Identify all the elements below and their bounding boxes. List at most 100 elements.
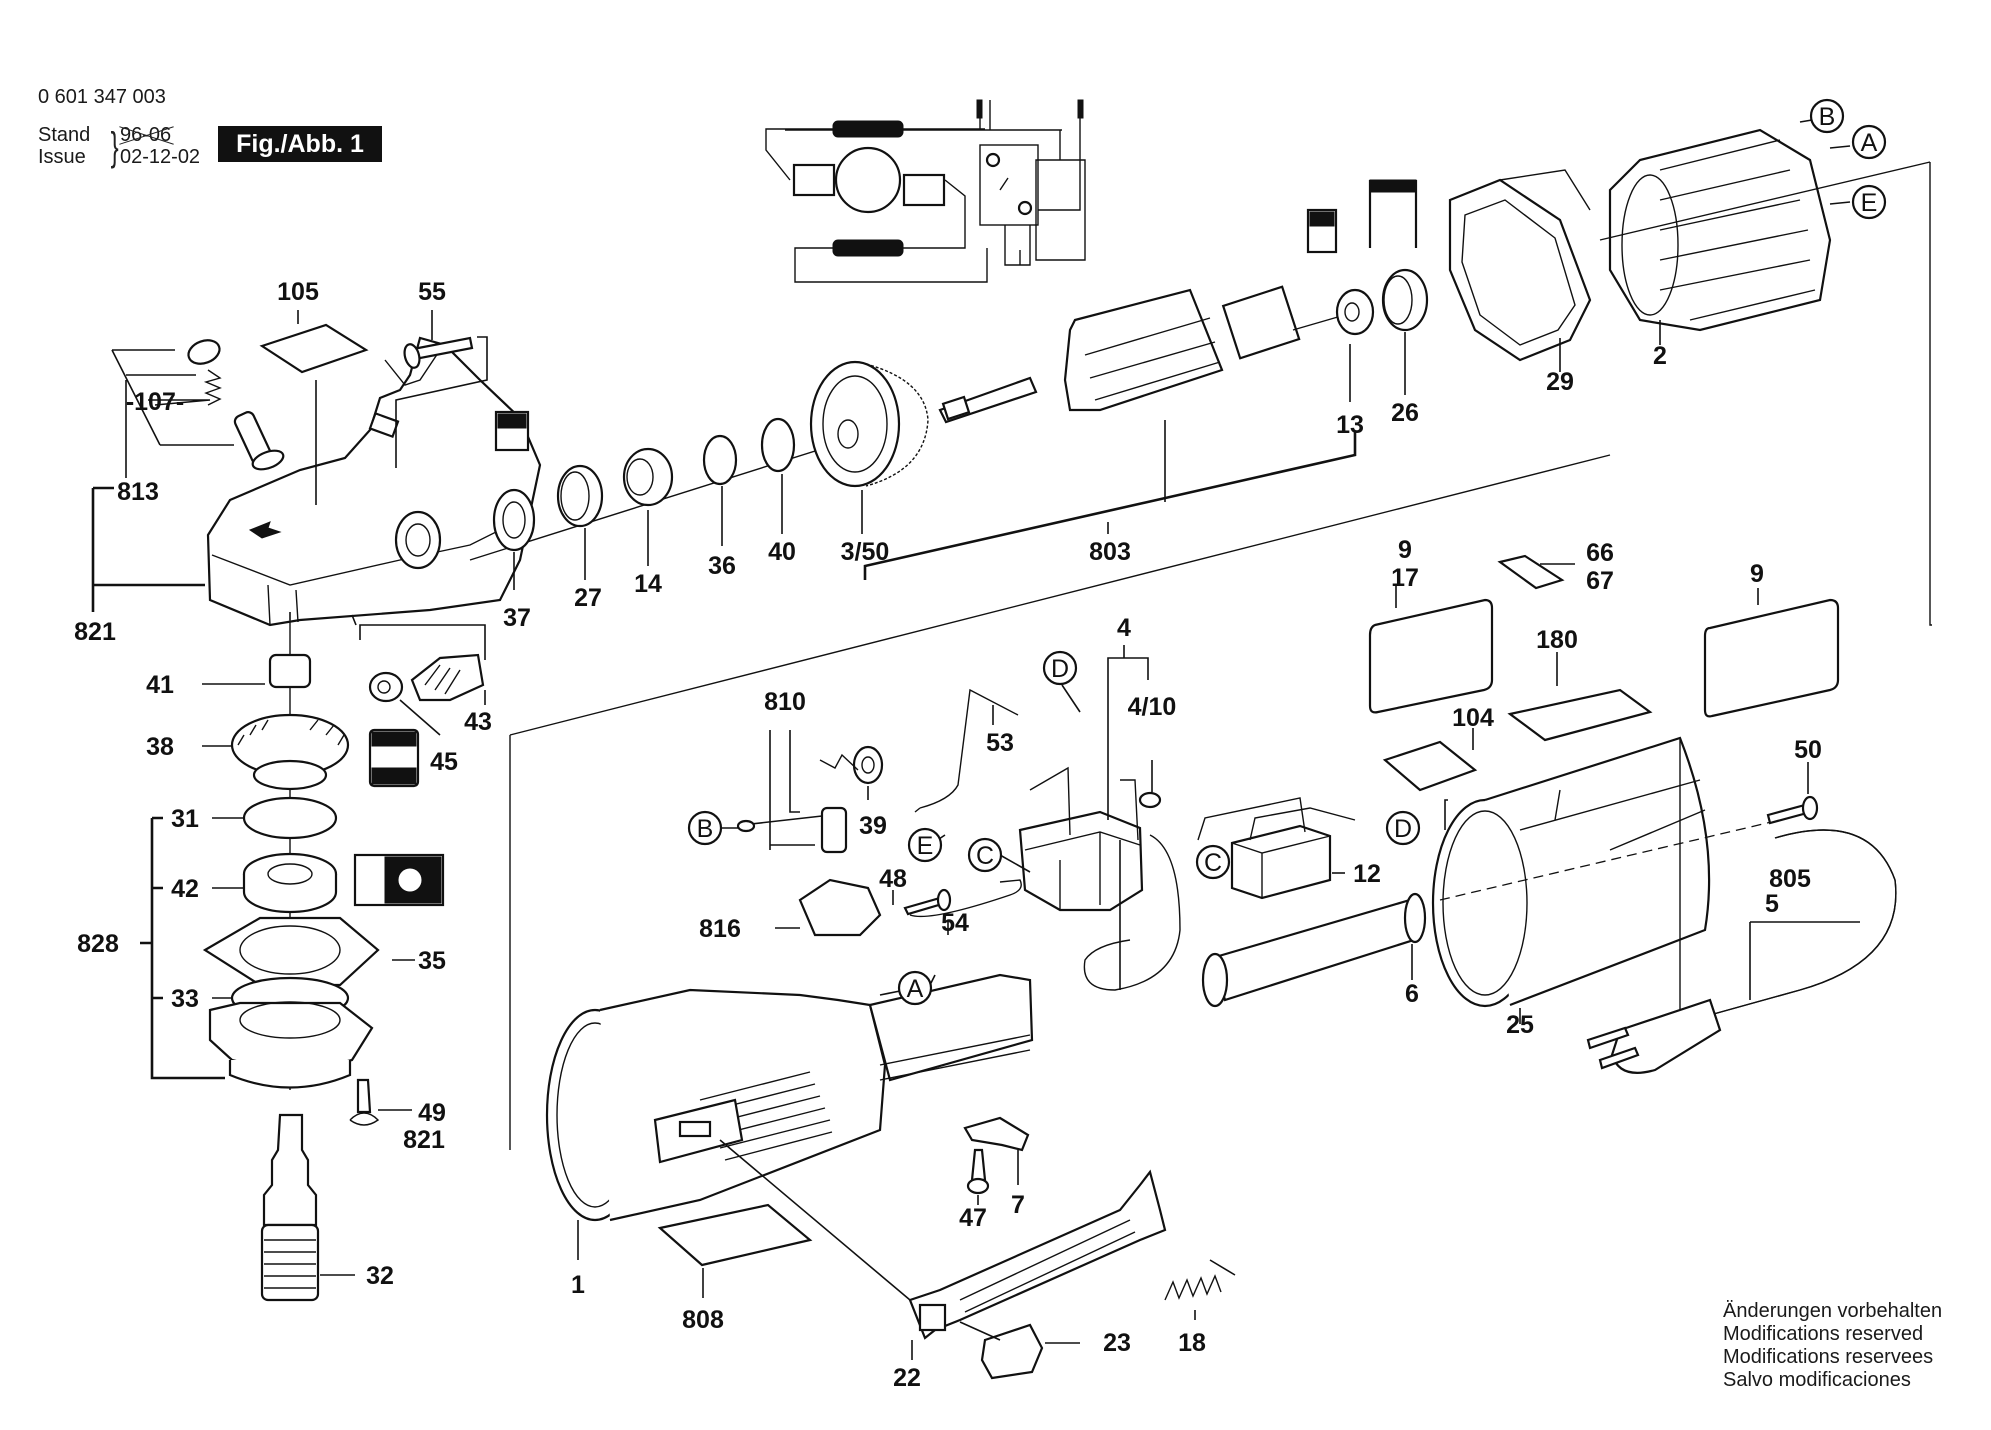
callout-180: 180 — [1536, 626, 1578, 654]
screw-50 — [1766, 803, 1809, 825]
issue-label: Issue — [38, 146, 86, 168]
bearing-stack — [469, 360, 929, 590]
callout-22: 22 — [893, 1364, 921, 1392]
connector-C-icon — [967, 837, 1003, 873]
part-number: 0 601 347 003 — [38, 86, 166, 108]
screw-4-10 — [1138, 791, 1162, 809]
bearing-ball — [397, 867, 423, 893]
power-cable-5 — [1586, 829, 1897, 1074]
callout-810: 810 — [764, 688, 806, 716]
old-date: 96-06 — [120, 124, 171, 146]
label-66-67 — [1497, 554, 1565, 590]
connector-stator-B: B — [1819, 103, 1836, 131]
connector-markers: B A E B D E C A C D — [687, 98, 1887, 1006]
screw-48 — [903, 896, 944, 916]
callout-26: 26 — [1391, 399, 1419, 427]
clamp-7 — [963, 1116, 1030, 1152]
brush-right — [902, 173, 946, 207]
lock-pin-head — [251, 449, 285, 471]
callout-29: 29 — [1546, 368, 1574, 396]
callout-40: 40 — [768, 538, 796, 566]
callout-31: 31 — [171, 805, 199, 833]
bearing-size-fill — [1309, 211, 1335, 227]
lead-terminal — [1077, 99, 1084, 119]
callout-49: 49 — [418, 1099, 446, 1127]
connector-brush-C: C — [1204, 849, 1222, 877]
callout-37: 37 — [503, 604, 531, 632]
callout-66: 66 — [1586, 539, 1614, 567]
screw-head — [936, 888, 952, 912]
callout-50: 50 — [1794, 736, 1822, 764]
callout-18: 18 — [1178, 1329, 1206, 1357]
callout-35: 35 — [418, 947, 446, 975]
connector-E-icon — [1851, 184, 1887, 220]
label-104 — [1382, 740, 1478, 792]
callout-821-screw: 821 — [403, 1126, 445, 1154]
sleeve-size-fill — [1369, 179, 1417, 193]
plug — [1610, 998, 1722, 1074]
size-fill-bottom — [371, 767, 417, 785]
wire-54 — [909, 879, 1022, 918]
spring-18 — [1164, 1274, 1222, 1301]
figure-label: Fig./Abb. 1 — [218, 126, 382, 162]
callout-1: 1 — [571, 1271, 585, 1299]
modifications-notice: Änderungen vorbehalten Modifications res… — [1723, 1300, 1942, 1392]
plug-pin — [1586, 1026, 1630, 1050]
callout-7: 7 — [1011, 1191, 1025, 1219]
lock-cap — [187, 339, 221, 365]
size-fill-top — [371, 731, 417, 747]
motor-housing-25 — [1431, 736, 1781, 1040]
connector-B-icon — [687, 810, 723, 846]
connector-D-icon — [1042, 650, 1078, 686]
plug-pin — [1598, 1046, 1640, 1070]
handle-end — [1201, 952, 1229, 1008]
circlip-40 — [760, 417, 796, 473]
callout-3-50: 3/50 — [841, 538, 890, 566]
notice-line-en: Modifications reserved — [1723, 1323, 1924, 1345]
part-callouts: 105 55 -107- 813 821 37 27 14 36 40 3/50… — [74, 278, 1822, 1392]
flange-plate-35 — [202, 916, 380, 987]
arrow-icon — [248, 521, 282, 539]
lead-terminal — [976, 99, 983, 119]
switch-4 — [1018, 645, 1181, 991]
callout-55: 55 — [418, 278, 446, 306]
callout-821-head: 821 — [74, 618, 116, 646]
callout-41: 41 — [146, 671, 174, 699]
spring-39 — [852, 745, 884, 785]
lower-gear-stack — [202, 620, 445, 1090]
callout-54: 54 — [941, 909, 969, 937]
label-9-17 — [1368, 598, 1494, 714]
gear-hub — [252, 759, 328, 791]
notice-line-de: Änderungen vorbehalten — [1723, 1300, 1943, 1322]
callout-42: 42 — [171, 875, 199, 903]
armature-core — [1063, 288, 1224, 412]
brush-left — [792, 163, 836, 197]
callout-13: 13 — [1336, 411, 1364, 439]
handle-flange — [1403, 892, 1427, 944]
connector-A-icon — [1851, 124, 1887, 160]
callout-33: 33 — [171, 985, 199, 1013]
slide-socket — [918, 1303, 947, 1332]
callout-105: 105 — [277, 278, 319, 306]
switch-box — [979, 144, 1039, 226]
connector-stator-E: E — [1861, 189, 1878, 217]
callout-48: 48 — [879, 865, 907, 893]
callout-104: 104 — [1452, 704, 1494, 732]
old-date-struck: 96-06 — [120, 124, 172, 146]
spindle-lock-parts — [111, 339, 285, 478]
pinion-43 — [410, 653, 485, 702]
auxiliary-handle-6 — [1201, 892, 1427, 1008]
callout-816: 816 — [699, 915, 741, 943]
callout-813: 813 — [117, 478, 159, 506]
connector-wire54-A: A — [907, 975, 924, 1003]
label-plate-105 — [259, 323, 369, 374]
bearing-37 — [492, 488, 536, 552]
connector-B-icon — [1809, 98, 1845, 134]
callout-808: 808 — [682, 1306, 724, 1334]
connector-stator-A: A — [1861, 129, 1878, 157]
connector-E-icon — [907, 827, 943, 863]
connector-C-icon — [1195, 844, 1231, 880]
needle-bearing-27 — [556, 464, 604, 528]
notice-line-es: Salvo modificaciones — [1723, 1369, 1911, 1391]
lock-spring — [203, 369, 222, 406]
